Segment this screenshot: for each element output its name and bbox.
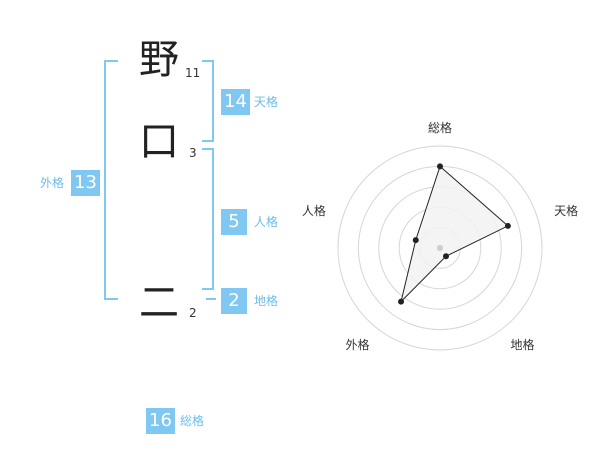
tenkaku-bracket [202,60,214,142]
name-char-2: 口 [139,119,179,165]
radar-point-5 [412,237,419,244]
radar-axis-label-1: 総格 [428,120,452,135]
soukaku-value: 16 [146,408,175,434]
stroke-count-3: 2 [189,306,197,320]
radar-ring-5 [337,145,543,351]
radar-axis-label-5: 人格 [302,203,326,218]
radar-point-3 [442,253,449,260]
gaikaku-value: 13 [71,170,100,196]
chikaku-value: 2 [221,288,247,314]
radar-axis-label-2: 天格 [554,203,578,218]
jinkaku-value: 5 [221,209,247,235]
radar-axis-label-4: 外格 [345,337,369,352]
jinkaku-bracket [202,148,214,290]
soukaku-label: 総格 [180,414,205,428]
chikaku-label: 地格 [254,294,279,308]
radar-center-dot [437,245,443,251]
radar-point-2 [504,222,511,229]
radar-data-polygon [400,165,509,304]
radar-point-4 [398,298,405,305]
stroke-count-2: 3 [189,146,197,160]
tenkaku-label: 天格 [254,95,279,109]
chikaku-connector [206,298,216,300]
gaikaku-label: 外格 [40,176,65,190]
stroke-count-1: 11 [185,66,201,80]
gaikaku-bracket [104,60,118,300]
name-char-1: 野 [139,37,179,83]
tenkaku-value: 14 [221,89,250,115]
radar-axis-label-3: 地格 [511,337,535,352]
name-char-3: 二 [139,280,179,326]
jinkaku-label: 人格 [254,215,279,229]
radar-point-1 [437,163,443,170]
